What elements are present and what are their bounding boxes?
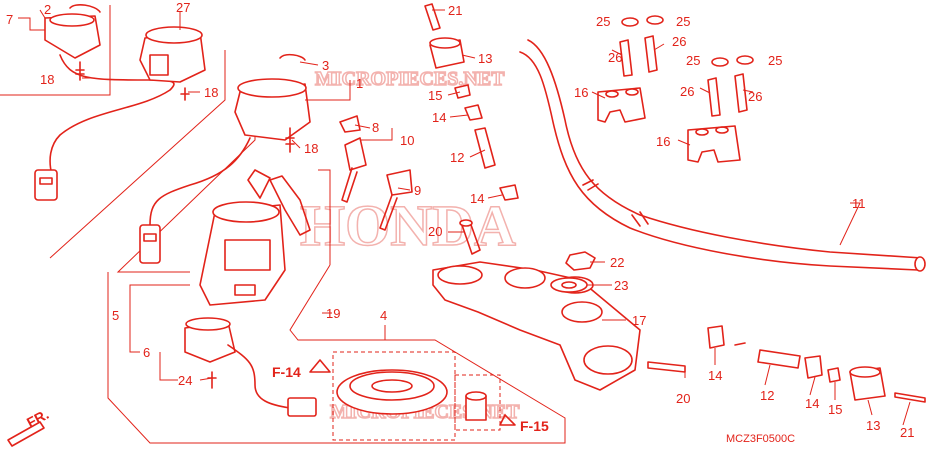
switch-housing-small: [34, 3, 175, 201]
callout-20a: 20: [428, 224, 442, 239]
callout-13a: 13: [478, 51, 492, 66]
callout-12b: 12: [760, 388, 774, 403]
callout-16b: 16: [656, 134, 670, 149]
callout-6: 6: [143, 345, 150, 360]
nut-22: [565, 251, 596, 271]
callout-14b: 14: [470, 191, 484, 206]
callout-23: 23: [614, 278, 628, 293]
leader-lines: [18, 9, 911, 426]
callout-25c: 25: [686, 53, 700, 68]
callout-18c: 18: [304, 141, 318, 156]
site-watermark-top: MICROPIECES.NET: [315, 68, 505, 90]
callout-3: 3: [322, 58, 329, 73]
callout-25b: 25: [676, 14, 690, 29]
ref-f14: F-14: [272, 364, 301, 380]
callout-19: 19: [326, 306, 340, 321]
callout-14d: 14: [805, 396, 819, 411]
callout-2: 2: [44, 2, 51, 17]
callout-4: 4: [380, 308, 387, 323]
bar-end-right: [647, 325, 926, 403]
top-bridge: [432, 261, 641, 391]
callout-labels: 2 7 18 27 18 3 1 18 8 10 9 21 13 15 14 1…: [6, 0, 914, 440]
callout-15a: 15: [428, 88, 442, 103]
callout-15b: 15: [828, 402, 842, 417]
keys: [339, 115, 413, 231]
callout-14c: 14: [708, 368, 722, 383]
ref-f15: F-15: [520, 418, 549, 434]
callout-12a: 12: [450, 150, 464, 165]
callout-25a: 25: [596, 14, 610, 29]
ignition-switch: [199, 169, 311, 306]
handlebar: [519, 39, 926, 272]
callout-17: 17: [632, 313, 646, 328]
callout-21a: 21: [448, 3, 462, 18]
callout-14a: 14: [432, 110, 446, 125]
callout-25d: 25: [768, 53, 782, 68]
callout-18b: 18: [204, 85, 218, 100]
callout-26d: 26: [748, 89, 762, 104]
callout-16a: 16: [574, 85, 588, 100]
fuel-cap-assembly: [332, 351, 501, 441]
handlebar-holders: [597, 15, 754, 163]
callout-5: 5: [112, 308, 119, 323]
bolt-20: [459, 219, 481, 255]
callout-26b: 26: [672, 34, 686, 49]
callout-20b: 20: [676, 391, 690, 406]
ref-arrows: [7, 359, 516, 447]
callout-22: 22: [610, 255, 624, 270]
callout-21b: 21: [900, 425, 914, 440]
callout-1: 1: [356, 76, 363, 91]
ref-front: FR.: [24, 406, 51, 431]
callout-8: 8: [372, 120, 379, 135]
callout-13b: 13: [866, 418, 880, 433]
callout-18a: 18: [40, 72, 54, 87]
callout-9: 9: [414, 183, 421, 198]
switch-27: [139, 26, 206, 101]
callout-10: 10: [400, 133, 414, 148]
diagram-code: MCZ3F0500C: [726, 433, 795, 445]
honda-watermark: HONDA: [300, 193, 516, 258]
callout-24: 24: [178, 373, 192, 388]
switch-6: [184, 317, 317, 417]
frame-lines: [0, 5, 566, 444]
washer-23: [550, 277, 588, 293]
switch-1: [139, 53, 311, 264]
callout-26a: 26: [608, 50, 622, 65]
callout-11: 11: [852, 196, 866, 211]
callout-27: 27: [176, 0, 190, 15]
callout-7: 7: [6, 12, 13, 27]
callout-26c: 26: [680, 84, 694, 99]
bar-end-left: [424, 3, 519, 201]
